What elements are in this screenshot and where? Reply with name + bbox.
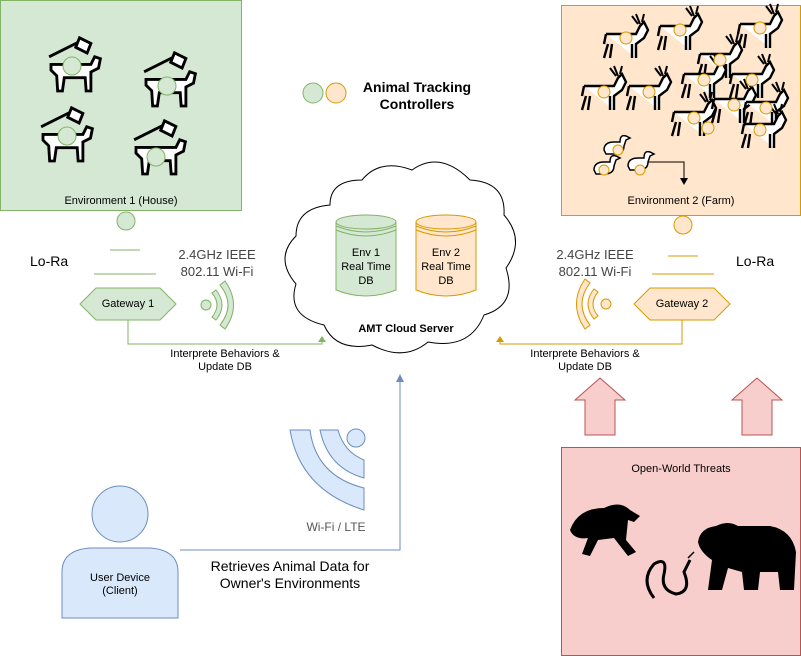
right-flow-label: Interprete Behaviors & Update DB <box>515 348 655 374</box>
tracker-icon <box>157 76 177 96</box>
tracker-icon <box>57 126 77 146</box>
gateway-1-label: Gateway 1 <box>101 298 155 310</box>
env1-controller <box>116 211 136 231</box>
env1-label: Environment 1 (House) <box>64 195 178 207</box>
user-device-line1: User Device <box>90 572 150 584</box>
right-flow-line1: Interprete Behaviors & <box>530 348 640 360</box>
env2-db <box>415 214 477 297</box>
env2-controller <box>673 215 693 235</box>
duck-icons <box>593 134 655 176</box>
wifi-icon-right <box>576 278 612 330</box>
tracker-icons-env2 <box>597 21 773 137</box>
env2-label: Environment 2 (Farm) <box>627 195 735 207</box>
gateway-1 <box>79 287 177 321</box>
threat-arrow-2 <box>730 377 784 436</box>
snake-icon <box>645 551 695 599</box>
db2-label: Env 2 Real Time DB <box>416 246 476 288</box>
left-wifi-label: 2.4GHz IEEE 802.11 Wi-Fi <box>170 246 264 280</box>
db2-line3: DB <box>438 275 454 287</box>
user-device-icon <box>61 485 179 619</box>
wifi-icon-left <box>200 280 234 330</box>
bear-icon <box>698 523 796 590</box>
legend-orange-circle <box>325 82 347 104</box>
db1-line3: DB <box>358 275 374 287</box>
environment-1-house <box>0 0 242 211</box>
env1-db <box>335 214 397 297</box>
retrieve-label: Retrieves Animal Data for Owner's Enviro… <box>180 558 400 592</box>
user-device-label: User Device (Client) <box>62 572 178 598</box>
retrieve-line1: Retrieves Animal Data for <box>210 558 370 574</box>
legend-green-circle <box>302 82 324 104</box>
legend-title-line2: Controllers <box>379 96 455 112</box>
lte-label: Wi-Fi / LTE <box>306 520 366 534</box>
db1-line1: Env 1 <box>351 247 381 259</box>
gateway-2 <box>633 287 731 321</box>
legend-title-line1: Animal Tracking <box>362 79 472 95</box>
user-device-line2: (Client) <box>102 585 138 597</box>
right-wifi-label: 2.4GHz IEEE 802.11 Wi-Fi <box>548 246 642 280</box>
threats-label: Open-World Threats <box>631 463 731 475</box>
flow-env2-to-cloud <box>499 320 683 345</box>
db2-line1: Env 2 <box>431 247 461 259</box>
retrieve-line2: Owner's Environments <box>219 575 361 591</box>
right-wifi-line1: 2.4GHz IEEE <box>556 247 634 262</box>
tracker-icon <box>146 147 166 167</box>
cloud-server <box>284 161 516 354</box>
bear-icon <box>570 504 640 556</box>
left-wifi-line2: 802.11 Wi-Fi <box>180 264 254 279</box>
db2-line2: Real Time <box>421 261 471 273</box>
duck-path-arrow <box>648 161 685 182</box>
left-flow-label: Interprete Behaviors & Update DB <box>155 348 295 374</box>
right-protocol-label: Lo-Ra <box>736 253 775 269</box>
tracker-icon <box>62 56 82 76</box>
left-flow-line1: Interprete Behaviors & <box>170 348 280 360</box>
db1-line2: Real Time <box>341 261 391 273</box>
legend-title: Animal Tracking Controllers <box>355 79 479 113</box>
left-flow-line2: Update DB <box>198 361 252 373</box>
dog-icon <box>132 119 187 176</box>
wifi-lte-icon <box>289 428 366 511</box>
right-flow-line2: Update DB <box>558 361 612 373</box>
cloud-label: AMT Cloud Server <box>358 323 454 335</box>
gateway-2-label: Gateway 2 <box>655 298 709 310</box>
left-wifi-line1: 2.4GHz IEEE <box>178 247 256 262</box>
db1-label: Env 1 Real Time DB <box>336 246 396 288</box>
right-wifi-line2: 802.11 Wi-Fi <box>558 264 632 279</box>
threat-arrow-1 <box>573 377 627 436</box>
flow-client-to-cloud <box>180 378 401 551</box>
left-protocol-label: Lo-Ra <box>30 253 69 269</box>
